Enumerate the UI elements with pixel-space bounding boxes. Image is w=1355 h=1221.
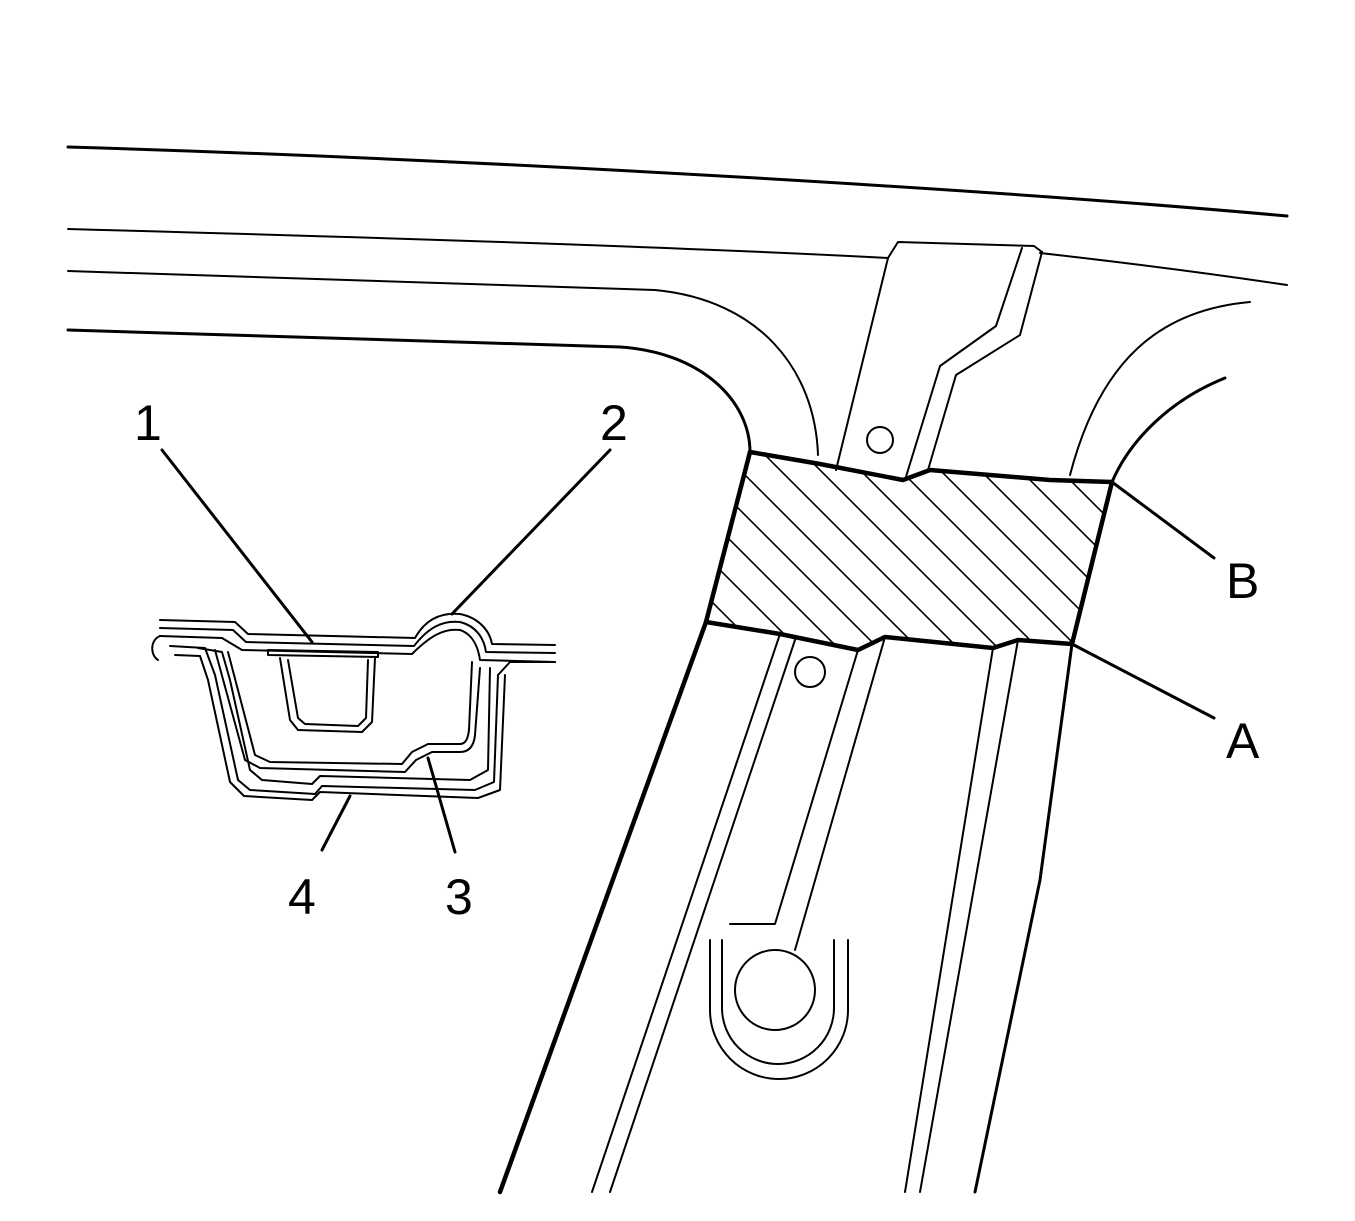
callout-1: 1 (134, 395, 162, 451)
leader-b (1110, 480, 1216, 560)
callout-labels: 1 2 3 4 B A (134, 395, 1260, 925)
roof-rail (66, 145, 1289, 456)
callout-4: 4 (288, 869, 316, 925)
anchor-bolt-hole (734, 949, 816, 1031)
callout-2: 2 (600, 395, 628, 451)
upper-hole (866, 426, 894, 454)
leader-4 (320, 794, 352, 852)
leader-2 (450, 448, 612, 616)
cross-section-inset (151, 612, 556, 801)
leader-lines (160, 448, 1216, 854)
middle-hole (794, 656, 826, 688)
b-pillar (497, 241, 1251, 1195)
cut-area-hatching (703, 449, 1115, 653)
callout-b: B (1226, 553, 1259, 609)
leader-3 (426, 756, 457, 854)
leader-a (1070, 642, 1216, 720)
leader-1 (160, 448, 314, 644)
callout-a: A (1226, 713, 1260, 769)
callout-3: 3 (445, 869, 473, 925)
